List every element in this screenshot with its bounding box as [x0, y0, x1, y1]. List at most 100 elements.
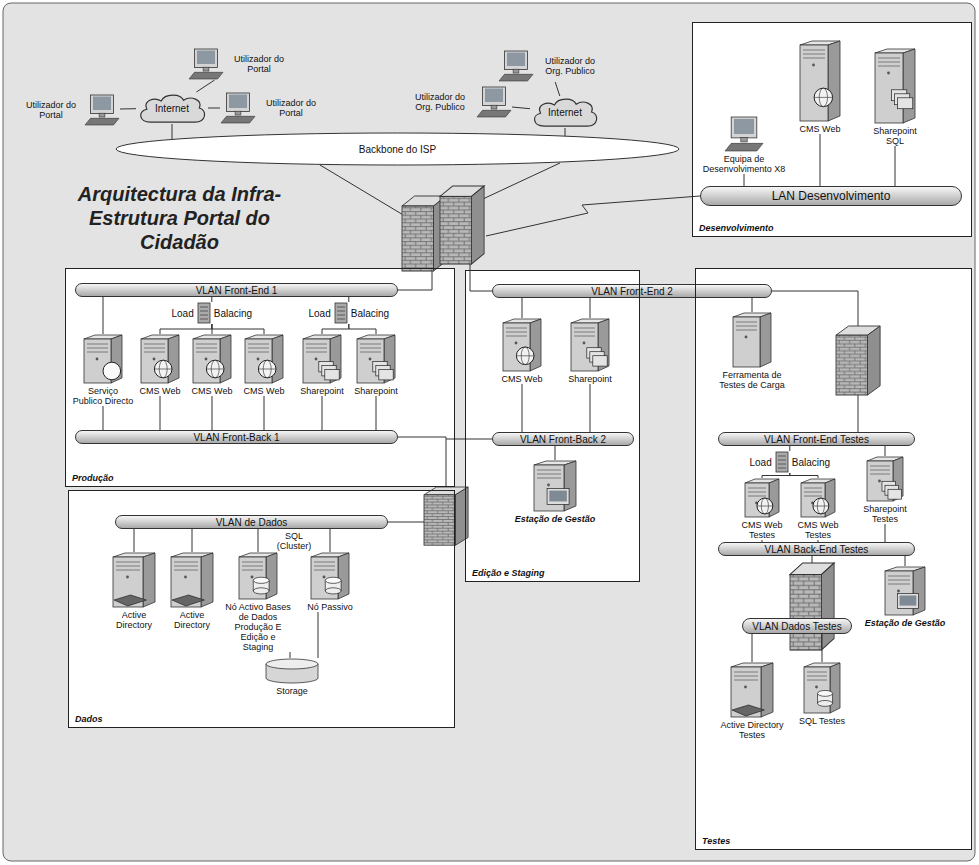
lb-label: Balacing [792, 457, 830, 468]
lb-label: Load [750, 457, 772, 468]
vlan-name: VLAN de Dados [216, 517, 288, 528]
server-node: CMS Web Testes [738, 478, 786, 540]
load-balancer: LoadBalacing [172, 302, 253, 324]
server-node: Estação de Gestão [858, 566, 953, 628]
server-node: Sharepoint [565, 318, 615, 384]
vlan-band: VLAN Dados Testes [742, 618, 852, 634]
vlan-band: LAN Desenvolvimento [700, 186, 962, 206]
vlan-band: VLAN de Dados [115, 515, 388, 529]
vlan-band: VLAN Front-End 2 [492, 284, 772, 298]
node-label: Active Directory [107, 610, 162, 630]
server-node: Estação de Gestão [508, 460, 603, 524]
vlan-band: VLAN Front-Back 2 [492, 432, 634, 446]
server-node: CMS Web [239, 334, 289, 396]
firewall [836, 326, 880, 395]
connector [522, 384, 523, 432]
server-icon [533, 460, 577, 512]
server-icon [310, 552, 350, 600]
node-label: CMS Web [239, 386, 289, 396]
region-panel: TestesFerramenta de Testes de CargaVLAN … [695, 268, 972, 850]
internet-cloud: Internet [530, 96, 600, 128]
connector [258, 529, 259, 552]
server-node: CMS Web [790, 40, 850, 134]
connector [820, 134, 821, 186]
region-title: Testes [702, 836, 730, 846]
connector [120, 108, 136, 109]
workstation-node: Utilizador do Portal [220, 92, 322, 124]
backbone-ellipse: Backbone do ISP [115, 132, 680, 166]
node-label: Estação de Gestão [508, 514, 603, 524]
connector [885, 524, 886, 542]
server-icon [244, 334, 284, 384]
server-icon [192, 334, 232, 384]
region-panel: ProduçãoVLAN Front-End 1LoadBalacingLoad… [65, 268, 455, 487]
connector [752, 634, 753, 662]
server-icon [732, 312, 772, 368]
server-icon [112, 552, 156, 608]
node-label: Active Directory Testes [717, 720, 787, 740]
connector [290, 652, 291, 658]
server-node: SQL Testes [797, 662, 847, 726]
connector [212, 324, 264, 334]
vlan-name: LAN Desenvolvimento [772, 190, 891, 203]
region-title: Desenvolvimento [699, 223, 774, 233]
node-label: Storage [276, 686, 308, 696]
connector [590, 298, 591, 318]
server-icon [140, 334, 180, 384]
connector [318, 612, 319, 658]
server-node: Sharepoint [351, 334, 401, 396]
lb-label: Balacing [351, 308, 389, 319]
server-icon [866, 456, 904, 502]
backbone-name: Backbone do ISP [359, 144, 436, 155]
region-panel: DesenvolvimentoEquipa de Desenvolvimento… [692, 22, 972, 237]
server-icon [724, 116, 764, 152]
server-icon [170, 552, 214, 608]
node-label: CMS Web [187, 386, 237, 396]
connector [885, 446, 886, 456]
node-label: CMS Web [790, 124, 850, 134]
connector [348, 297, 349, 302]
workstation-icon [476, 86, 512, 118]
server-icon [570, 318, 610, 372]
vlan-name: VLAN Back-End Testes [765, 544, 869, 555]
server-icon [356, 334, 396, 384]
connector [192, 529, 193, 552]
connector [322, 324, 349, 334]
connector [555, 446, 556, 460]
region-title: Edição e Staging [472, 568, 545, 578]
server-icon [799, 40, 841, 122]
node-label: Utilizador do Org. Publico [408, 92, 472, 112]
firewall [424, 487, 468, 545]
server-node: CMS Web [187, 334, 237, 396]
region-fills [65, 22, 972, 850]
vlan-name: VLAN Front-End 2 [591, 286, 673, 297]
region-panel: DadosVLAN de DadosActive DirectoryActive… [68, 490, 455, 728]
node-label: Sharepoint SQL [865, 126, 925, 146]
server-icon [884, 566, 926, 616]
connector [744, 174, 745, 186]
diagram-title: Arquitectura da Infra-Estrutura Portal d… [52, 182, 307, 254]
server-node: Sharepoint Testes [860, 456, 910, 524]
server-node: Sharepoint [297, 334, 347, 396]
node-label: Utilizador do Portal [228, 54, 290, 74]
panel [3, 3, 975, 861]
vlan-name: VLAN Front-Back 2 [520, 434, 606, 445]
workstation-icon [84, 94, 120, 126]
server-icon [238, 552, 278, 600]
vlan-band: VLAN Front-Back 1 [75, 430, 398, 444]
connector [103, 297, 104, 334]
workstation-icon [220, 92, 256, 124]
vlan-band: VLAN Front-End 1 [75, 283, 398, 297]
node-label: SQL Testes [797, 716, 847, 726]
connector [264, 396, 265, 430]
region-panel: Edição e StagingCMS WebSharepointVLAN Fr… [465, 270, 640, 582]
connector [565, 128, 566, 136]
lb-icon [197, 302, 211, 324]
server-node: Nó Activo Bases de Dados Produção E Ediç… [225, 552, 291, 652]
node-label: Sharepoint Testes [860, 504, 910, 524]
server-icon [302, 334, 342, 384]
lb-icon [334, 302, 348, 324]
firewall [790, 563, 834, 650]
vlan-name: VLAN Dados Testes [752, 621, 841, 632]
server-icon [803, 662, 841, 714]
